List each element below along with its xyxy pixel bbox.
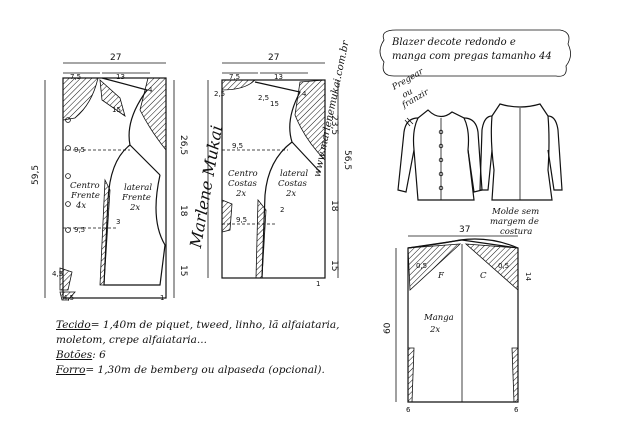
back-height-b: 23,5 [329,115,339,135]
sleeve-right-hatch [511,347,519,403]
molde-note-1: Molde sem [491,207,539,217]
back-pattern-piece: 27 7,5 13 56,5 23,5 18 15 2,5 15 2,5 4 9… [207,53,352,288]
front-side-label-3: 2x [129,203,140,213]
front-center-label-2: Frente [70,191,100,201]
botoes-line: Botões: 6 [56,348,356,363]
front-shoulder-hatch [99,79,126,117]
front-side-label-2: Frente [121,193,151,203]
back-width-total: 27 [268,53,279,63]
back-width-b: 13 [274,73,283,81]
front-height-b: 26,5 [178,135,188,155]
back-height-c: 18 [329,200,339,212]
back-height-d: 15 [329,260,339,271]
jacket-illustration [397,103,563,201]
front-outline [62,77,167,299]
title-line-2: manga com pregas tamanho 44 [392,51,552,62]
front-neck-hatch [62,77,99,121]
back-m5: 9,5 [232,142,243,150]
title-line-1: Blazer decote redondo e [392,37,516,48]
back-dart-hatch [255,198,267,279]
back-armhole-hatch [294,79,326,161]
front-dart-hatch [99,178,111,286]
sleeve-name-2: 2x [429,325,440,335]
back-m1: 2,5 [214,90,225,98]
front-center-label-3: 4x [75,201,86,211]
front-armhole-hatch [139,77,167,152]
forro-label: Forro [56,364,86,376]
sleeve-label-c: C [480,271,487,281]
front-height-c: 18 [178,205,188,217]
back-m6: 9,5 [236,216,247,224]
back-center-label-3: 2x [235,189,246,199]
front-width-total: 27 [110,53,121,63]
back-center-label-1: Centro [228,169,258,179]
title: Blazer decote redondo e manga com pregas… [392,36,568,64]
molde-note-3: costura [500,227,532,237]
tecido-line-2: moletom, crepe alfaiataria... [56,334,207,346]
tecido-label: Tecido [56,319,91,331]
front-width-b: 13 [116,73,125,81]
sleeve-cap-left: 0,5 [416,262,427,270]
front-pattern-piece: 27 7,5 13 59,5 26,5 18 15 15 [31,53,188,302]
back-m7: 2 [280,206,284,214]
forro-text: = 1,30m de bemberg ou alpaseda (opcional… [85,364,325,376]
back-outline [221,79,326,279]
tecido-text: = 1,40m de piquet, tweed, linho, lã alfa… [90,319,340,331]
sleeve-bottom-left: 6 [406,406,411,414]
botoes-text: : 6 [92,349,106,361]
back-center-label-2: Costas [228,179,257,189]
front-m3: 9,5 [74,146,85,154]
back-side-label-3: 2x [285,189,296,199]
sleeve-name-1: Manga [423,313,454,323]
front-m4: 9,5 [74,226,85,234]
sleeve-side: 14 [524,272,532,281]
sleeve-cap-right-hatch [464,243,519,291]
front-height-d: 15 [178,265,188,276]
sleeve-cap-left-hatch [407,243,462,291]
sleeve-left-hatch [407,347,415,403]
back-width-a: 7,5 [229,73,240,81]
molde-note-2: margem de [490,217,539,227]
front-width-a: 7,5 [70,73,81,81]
back-m2: 15 [270,100,279,108]
materials-notes: Tecido= 1,40m de piquet, tweed, linho, l… [56,318,356,378]
sleeve-height-total: 60 [383,322,393,334]
back-m3: 2,5 [258,94,269,102]
front-m5: 1 [160,294,164,302]
front-m7: 4,5 [52,270,63,278]
front-m1: 15 [112,106,121,114]
front-side-label-1: lateral [124,183,152,193]
front-m2: 4 [148,86,153,94]
title-cloud [379,29,571,77]
front-m10: 4,5 [63,294,74,302]
back-side-label-2: Costas [278,179,307,189]
back-height-total: 56,5 [342,150,352,170]
back-neck-hatch [221,79,256,91]
back-side-label-1: lateral [280,169,308,179]
sleeve-width-total: 37 [459,225,470,235]
back-m8: 1 [316,280,320,288]
sleeve-label-f: F [437,271,445,281]
front-center-label-1: Centro [70,181,100,191]
front-m6: 3 [116,218,120,226]
back-m4: 4 [302,90,307,98]
sleeve-bottom-right: 6 [514,406,519,414]
botoes-label: Botões [56,349,93,361]
jacket-annotation-2: ou [401,87,415,101]
sleeve-cap-right: 0,5 [498,262,509,270]
front-height-total: 59,5 [31,165,41,185]
sleeve-pattern-piece: 37 60 0,5 0,5 14 6 6 F C Manga 2x [383,225,532,414]
forro-line: Forro= 1,30m de bemberg ou alpaseda (opc… [56,363,356,378]
tecido-line: Tecido= 1,40m de piquet, tweed, linho, l… [56,318,356,333]
